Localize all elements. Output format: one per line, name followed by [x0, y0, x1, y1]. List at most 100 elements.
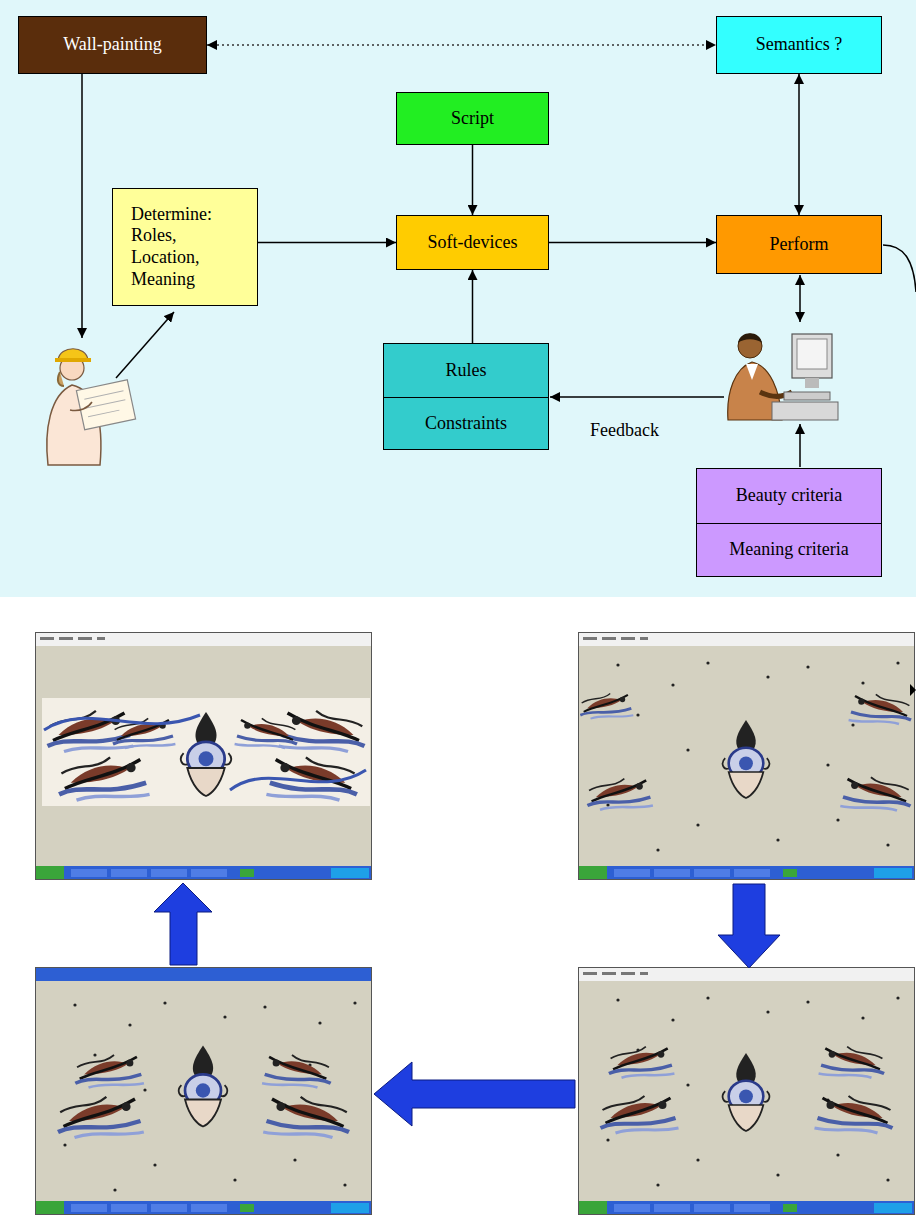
- operator-figure: [792, 334, 832, 378]
- box-text: Determine: Roles, Location, Meaning: [131, 204, 226, 290]
- screenshot-painted: [279, 711, 365, 752]
- screenshot-closer: [819, 1047, 885, 1078]
- operator-figure: [728, 333, 838, 420]
- screenshot-gathered: [36, 968, 372, 1215]
- screenshot-scattered: [580, 693, 633, 718]
- engineer-figure: [88, 410, 119, 417]
- question-box: Semantics ?: [716, 16, 882, 74]
- engineer-figure: [70, 402, 92, 411]
- connector: [798, 74, 800, 215]
- screenshot-scattered: [587, 779, 653, 810]
- screenshot-scattered: [840, 777, 910, 810]
- connector: [472, 270, 474, 343]
- criteria-box: Beauty criteria: [696, 468, 882, 524]
- action-box: Perform: [716, 215, 882, 274]
- screenshot-painted: [44, 715, 366, 790]
- box-text: Constraints: [425, 413, 507, 435]
- flow-line: [883, 245, 916, 292]
- box-text: Semantics ?: [756, 34, 842, 56]
- box-text: Meaning criteria: [729, 539, 848, 561]
- screenshot-scattered: [579, 633, 915, 880]
- operator-figure: [738, 334, 762, 358]
- screenshot-scattered: [606, 661, 899, 851]
- operator-figure: [805, 378, 819, 388]
- screenshot-painted: [181, 712, 231, 796]
- screenshot-gathered: [262, 1055, 331, 1088]
- engineer-figure: [76, 380, 135, 430]
- screenshot-scattered: [849, 694, 911, 724]
- box-text: Soft-devices: [428, 232, 518, 254]
- block-arrow: [718, 884, 780, 968]
- screenshot-gathered: [179, 1046, 228, 1127]
- operator-figure: [784, 392, 830, 400]
- input-box: Script: [396, 92, 549, 145]
- operator-figure: [797, 339, 827, 369]
- screenshot-scattered: [579, 633, 916, 880]
- rule-box: Rules: [383, 343, 549, 398]
- block-arrow: [374, 1062, 575, 1126]
- flow-line: [550, 396, 724, 398]
- screenshot-closer: [579, 968, 915, 1215]
- criteria-box: Meaning criteria: [696, 523, 882, 577]
- line-label: Feedback: [590, 420, 659, 442]
- engineer-figure: [86, 400, 125, 408]
- task-box: Determine: Roles, Location, Meaning: [112, 188, 258, 306]
- screenshot-closer: [723, 1053, 770, 1131]
- screenshot-gathered: [36, 968, 372, 1215]
- operator-figure: [746, 364, 758, 380]
- box-text: Script: [451, 108, 494, 130]
- screenshot-painted: [36, 633, 372, 880]
- screenshot-gathered: [263, 1097, 349, 1138]
- diagram-ground: [0, 0, 916, 597]
- process-box: Soft-devices: [396, 215, 549, 270]
- screenshot-closer: [601, 1096, 679, 1133]
- screenshot-gathered: [263, 1097, 349, 1138]
- flow-line: [799, 424, 801, 467]
- screenshot-gathered: [75, 1055, 144, 1088]
- engineer-figure: [76, 380, 135, 430]
- flow-line: [799, 275, 801, 322]
- connector: [549, 242, 716, 244]
- source-box: Wall-painting: [18, 16, 207, 74]
- flow-line: [82, 74, 916, 467]
- engineer-figure: [47, 349, 136, 465]
- screenshot-gathered: [262, 1055, 331, 1088]
- screenshot-scattered: [723, 720, 770, 798]
- screenshot-closer: [606, 996, 899, 1186]
- connector: [472, 145, 474, 215]
- screenshot-closer: [815, 1096, 893, 1133]
- screenshot-closer: [609, 1047, 675, 1078]
- screenshot-gathered: [63, 1001, 356, 1191]
- connector: [207, 44, 716, 46]
- box-text: Wall-painting: [63, 34, 162, 56]
- connector: [258, 242, 396, 244]
- box-text: Rules: [445, 360, 486, 382]
- block-arrow: [154, 883, 212, 965]
- screenshot-painted: [235, 718, 297, 748]
- screenshot-painted: [36, 633, 372, 880]
- screenshot-painted: [235, 718, 297, 748]
- box-text: Perform: [770, 234, 829, 256]
- screenshot-scattered: [910, 684, 916, 696]
- screenshot-closer: [819, 1047, 885, 1078]
- screenshot-closer: [579, 968, 915, 1215]
- screenshot-gathered: [58, 1097, 144, 1138]
- engineer-figure: [58, 372, 64, 386]
- screenshot-scattered: [849, 694, 911, 724]
- flow-line: [81, 74, 83, 338]
- flow-line: [116, 312, 174, 378]
- engineer-figure: [55, 358, 91, 362]
- box-text: Beauty criteria: [736, 485, 842, 507]
- engineer-figure: [84, 391, 123, 399]
- operator-figure: [738, 333, 762, 343]
- screenshot-painted: [279, 711, 365, 752]
- operator-figure: [772, 402, 838, 420]
- screenshot-closer: [815, 1096, 893, 1133]
- constraint-box: Constraints: [383, 397, 549, 450]
- screenshot-gathered: [36, 968, 371, 981]
- screenshot-scattered: [840, 777, 910, 810]
- screenshot-painted: [42, 698, 370, 806]
